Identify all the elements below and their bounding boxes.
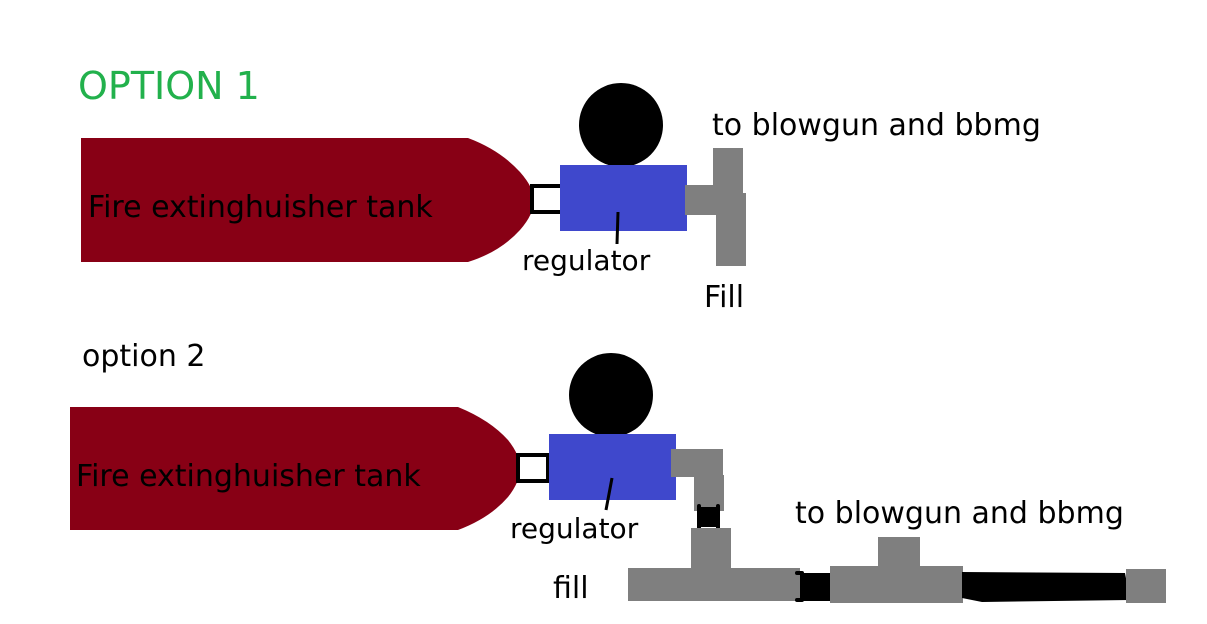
pipe-2-elbow-horizontal	[671, 449, 723, 477]
option-1: OPTION 1 Fire extinghuisher tank regulat…	[78, 64, 1041, 315]
option-2-heading: option 2	[82, 339, 206, 374]
pipe-2-end-fitting	[1126, 569, 1166, 603]
tank-2	[70, 407, 520, 530]
tank-1-label: Fire extinghuisher tank	[88, 190, 433, 225]
gauge-2-icon	[569, 353, 653, 437]
regulator-1	[560, 165, 687, 231]
tank-1	[81, 138, 534, 262]
option-1-heading: OPTION 1	[78, 64, 260, 108]
outlet-1-label: to blowgun and bbmg	[712, 108, 1041, 143]
regulator-1-label: regulator	[522, 244, 651, 277]
tank-2-valve	[516, 453, 550, 483]
option-2: option 2 Fire extinghuisher tank regulat…	[70, 339, 1166, 606]
pipe-2-outlet-tee-run	[830, 566, 963, 603]
regulator-2	[549, 434, 676, 500]
fill-1-label: Fill	[704, 280, 744, 315]
outlet-2-label: to blowgun and bbmg	[795, 496, 1124, 531]
pipe-1-tee-upper	[713, 148, 743, 196]
hose-2	[962, 572, 1130, 602]
pipe-2-fill-tee-stem	[691, 528, 731, 572]
pipe-1-tee-lower	[716, 193, 746, 266]
regulator-2-label: regulator	[510, 512, 639, 545]
gauge-1-icon	[579, 83, 663, 167]
tank-2-label: Fire extinghuisher tank	[76, 459, 421, 494]
coupler-3-icon	[795, 571, 832, 602]
coupler-2-icon	[697, 504, 720, 532]
regulator-2-pointer	[604, 477, 614, 511]
tank-1-valve	[530, 184, 564, 214]
fill-2-label: fill	[553, 571, 589, 606]
pipe-2-fill-tee-run	[628, 568, 800, 601]
regulator-1-pointer	[615, 211, 620, 245]
